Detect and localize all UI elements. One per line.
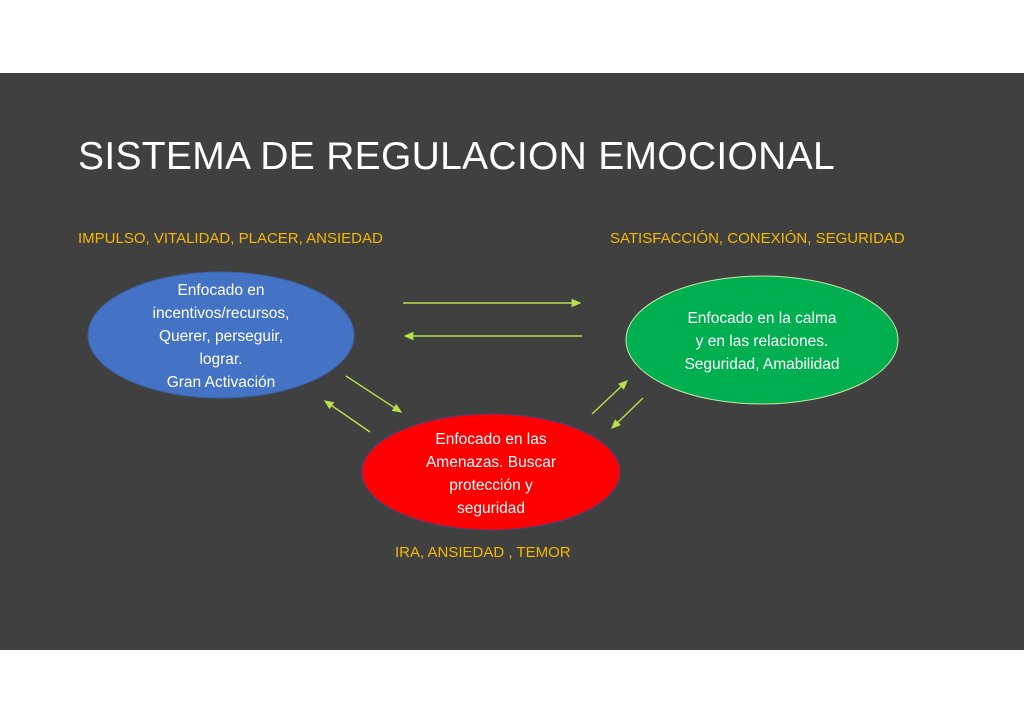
- arrow-threat-to-drive: [323, 400, 371, 433]
- threat-emotions-label: IRA, ANSIEDAD , TEMOR: [395, 544, 571, 561]
- drive-system-text: Enfocado en incentivos/recursos, Querer,…: [121, 279, 321, 394]
- threat-system-ellipse: [361, 413, 621, 531]
- soothing-system-text: Enfocado en la calma y en las relaciones…: [662, 307, 862, 376]
- text-line: Enfocado en la calma: [687, 310, 837, 327]
- drive-system-ellipse: [87, 271, 355, 399]
- text-line: y en las relaciones.: [695, 333, 829, 350]
- text-line: incentivos/recursos,: [152, 305, 290, 322]
- text-line: Enfocado en las: [435, 431, 547, 448]
- text-line: Seguridad, Amabilidad: [684, 356, 840, 373]
- text-line: lograr.: [199, 351, 243, 368]
- text-line: Amenazas. Buscar: [425, 454, 557, 471]
- arrow-soothing-to-threat: [610, 397, 644, 429]
- slide-title: SISTEMA DE REGULACION EMOCIONAL: [78, 135, 835, 178]
- text-line: protección y: [449, 477, 533, 494]
- text-line: seguridad: [456, 500, 526, 517]
- soothing-emotions-label: SATISFACCIÓN, CONEXIÓN, SEGURIDAD: [610, 230, 905, 247]
- text-line: Querer, perseguir,: [158, 328, 284, 345]
- threat-system-text: Enfocado en las Amenazas. Buscar protecc…: [391, 428, 591, 520]
- soothing-system-ellipse: [625, 275, 899, 405]
- text-line: Enfocado en: [177, 282, 265, 299]
- arrow-drive-to-threat: [345, 375, 403, 413]
- text-line: Gran Activación: [166, 374, 276, 391]
- arrow-threat-to-soothing: [591, 380, 629, 415]
- drive-emotions-label: IMPULSO, VITALIDAD, PLACER, ANSIEDAD: [78, 230, 383, 247]
